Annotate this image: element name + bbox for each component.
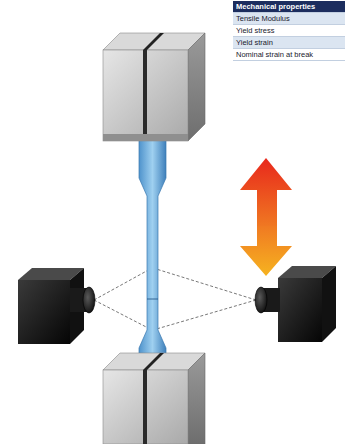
right-camera xyxy=(322,266,336,342)
left-camera xyxy=(18,268,95,344)
lower-grip xyxy=(188,353,205,444)
lower-grip xyxy=(103,370,188,444)
lower-grip xyxy=(143,353,164,370)
camera-sight-lines xyxy=(94,268,152,300)
camera-sight-lines xyxy=(94,300,152,330)
camera-sight-lines xyxy=(94,268,256,330)
upper-grip xyxy=(103,50,188,141)
right-camera xyxy=(278,278,322,342)
lower-grip xyxy=(143,370,147,444)
dogbone-specimen xyxy=(139,118,166,392)
upper-grip xyxy=(188,33,205,141)
load-arrows xyxy=(240,158,292,228)
dogbone-specimen xyxy=(147,299,158,300)
upper-grip xyxy=(103,33,205,50)
load-arrows xyxy=(240,158,292,276)
table-cell: Nominal strain at break xyxy=(233,49,345,61)
upper-grip xyxy=(143,50,147,141)
camera-sight-lines xyxy=(153,300,256,330)
dogbone-specimen xyxy=(139,118,166,392)
load-arrows xyxy=(240,226,292,276)
camera-sight-lines xyxy=(153,268,256,300)
right-camera xyxy=(255,287,267,313)
upper-grip xyxy=(143,33,164,50)
table-cell: Yield strain xyxy=(233,37,345,49)
table-cell: Tensile Modulus xyxy=(233,13,345,25)
table-cell: Yield stress xyxy=(233,25,345,37)
left-camera xyxy=(83,287,95,313)
lower-grip xyxy=(103,353,205,370)
lower-grip xyxy=(103,353,205,444)
right-camera xyxy=(255,266,336,342)
properties-table: Mechanical propertiesTensile ModulusYiel… xyxy=(233,1,345,61)
left-camera xyxy=(18,280,70,344)
upper-grip xyxy=(103,134,188,141)
table-header: Mechanical properties xyxy=(233,1,345,13)
upper-grip xyxy=(103,33,205,141)
